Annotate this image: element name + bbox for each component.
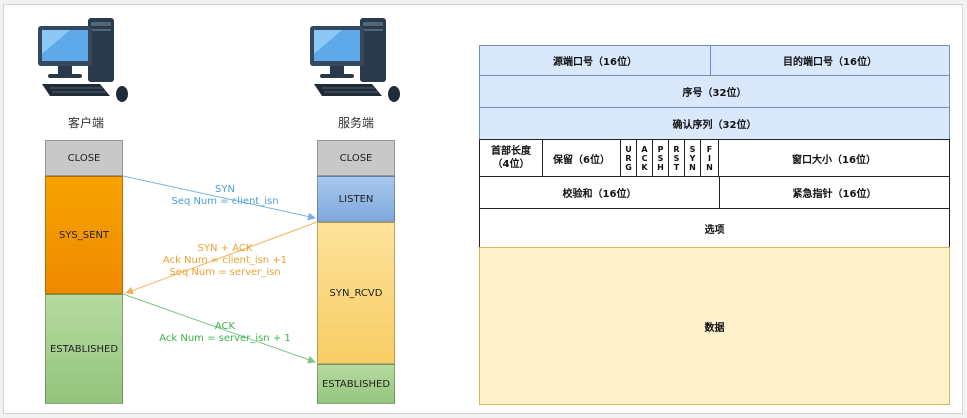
syn-ack-message-line2: Ack Num = client_isn +1 xyxy=(162,255,288,266)
tcp-flag-psh: P S H xyxy=(652,139,669,177)
tcp-flag-syn: S Y N xyxy=(684,139,701,177)
tcp-header-length-line2: （4位） xyxy=(492,159,530,170)
flag-syn-char3: N xyxy=(689,162,696,172)
tcp-dst-port: 目的端口号（16位） xyxy=(710,45,950,76)
flag-syn-char1: S xyxy=(689,144,696,154)
flag-psh-char1: P xyxy=(657,144,664,154)
tcp-header-length-line1: 首部长度 xyxy=(491,146,531,157)
syn-ack-message: SYN + ACK Ack Num = client_isn +1 Seq Nu… xyxy=(150,243,300,279)
server-state-close: CLOSE xyxy=(317,140,395,176)
tcp-seq-number: 序号（32位） xyxy=(479,75,950,108)
flag-ack-char3: K xyxy=(641,162,648,172)
ack-message: ACK Ack Num = server_isn + 1 xyxy=(150,321,300,345)
tcp-window-size: 窗口大小（16位） xyxy=(718,139,950,177)
flag-fin-char1: F xyxy=(706,144,713,154)
tcp-data: 数据 xyxy=(479,247,950,405)
syn-message-line1: SYN xyxy=(215,184,235,195)
syn-arrow xyxy=(122,175,316,221)
flag-ack-char2: C xyxy=(641,153,648,163)
syn-message: SYN Seq Num = client_isn xyxy=(160,184,290,208)
client-state-syn-sent: SYS_SENT xyxy=(45,176,123,294)
flag-fin-char3: N xyxy=(706,162,713,172)
flag-syn-char2: Y xyxy=(689,153,696,163)
client-computer-icon xyxy=(30,14,140,106)
flag-urg-char1: U xyxy=(625,144,632,154)
tcp-src-port: 源端口号（16位） xyxy=(479,45,711,76)
server-label: 服务端 xyxy=(337,116,374,130)
flag-psh-char2: S xyxy=(657,153,664,163)
syn-ack-message-line1: SYN + ACK xyxy=(197,243,253,254)
syn-ack-arrow xyxy=(125,221,318,295)
tcp-flag-fin: F I N xyxy=(700,139,719,177)
client-state-established: ESTABLISHED xyxy=(45,294,123,404)
flag-rst-char2: S xyxy=(673,153,680,163)
flag-psh-char3: H xyxy=(657,162,664,172)
syn-message-line2: Seq Num = client_isn xyxy=(171,196,279,207)
tcp-flag-urg: U R G xyxy=(620,139,637,177)
client-state-close: CLOSE xyxy=(45,140,123,176)
flag-fin-char2: I xyxy=(708,153,711,163)
tcp-urgent-pointer: 紧急指针（16位） xyxy=(719,176,950,209)
tcp-flag-ack: A C K xyxy=(636,139,653,177)
ack-arrow xyxy=(122,293,316,364)
server-state-listen: LISTEN xyxy=(317,176,395,222)
flag-urg-char2: R xyxy=(625,153,632,163)
tcp-ack-number: 确认序列（32位） xyxy=(479,107,950,140)
tcp-header-length: 首部长度 （4位） xyxy=(479,139,543,177)
syn-ack-message-line3: Seq Num = server_isn xyxy=(169,267,281,278)
ack-message-line2: Ack Num = server_isn + 1 xyxy=(159,333,291,344)
client-label: 客户端 xyxy=(67,116,104,130)
flag-rst-char1: R xyxy=(673,144,680,154)
tcp-flag-rst: R S T xyxy=(668,139,685,177)
server-state-syn-rcvd: SYN_RCVD xyxy=(317,222,395,364)
tcp-reserved: 保留（6位） xyxy=(542,139,621,177)
tcp-checksum: 校验和（16位） xyxy=(479,176,720,209)
flag-urg-char3: G xyxy=(625,162,632,172)
server-computer-icon xyxy=(302,14,412,106)
ack-message-line1: ACK xyxy=(214,321,236,332)
tcp-options: 选项 xyxy=(479,208,950,248)
flag-rst-char3: T xyxy=(673,162,680,172)
server-state-established: ESTABLISHED xyxy=(317,364,395,404)
flag-ack-char1: A xyxy=(641,144,648,154)
